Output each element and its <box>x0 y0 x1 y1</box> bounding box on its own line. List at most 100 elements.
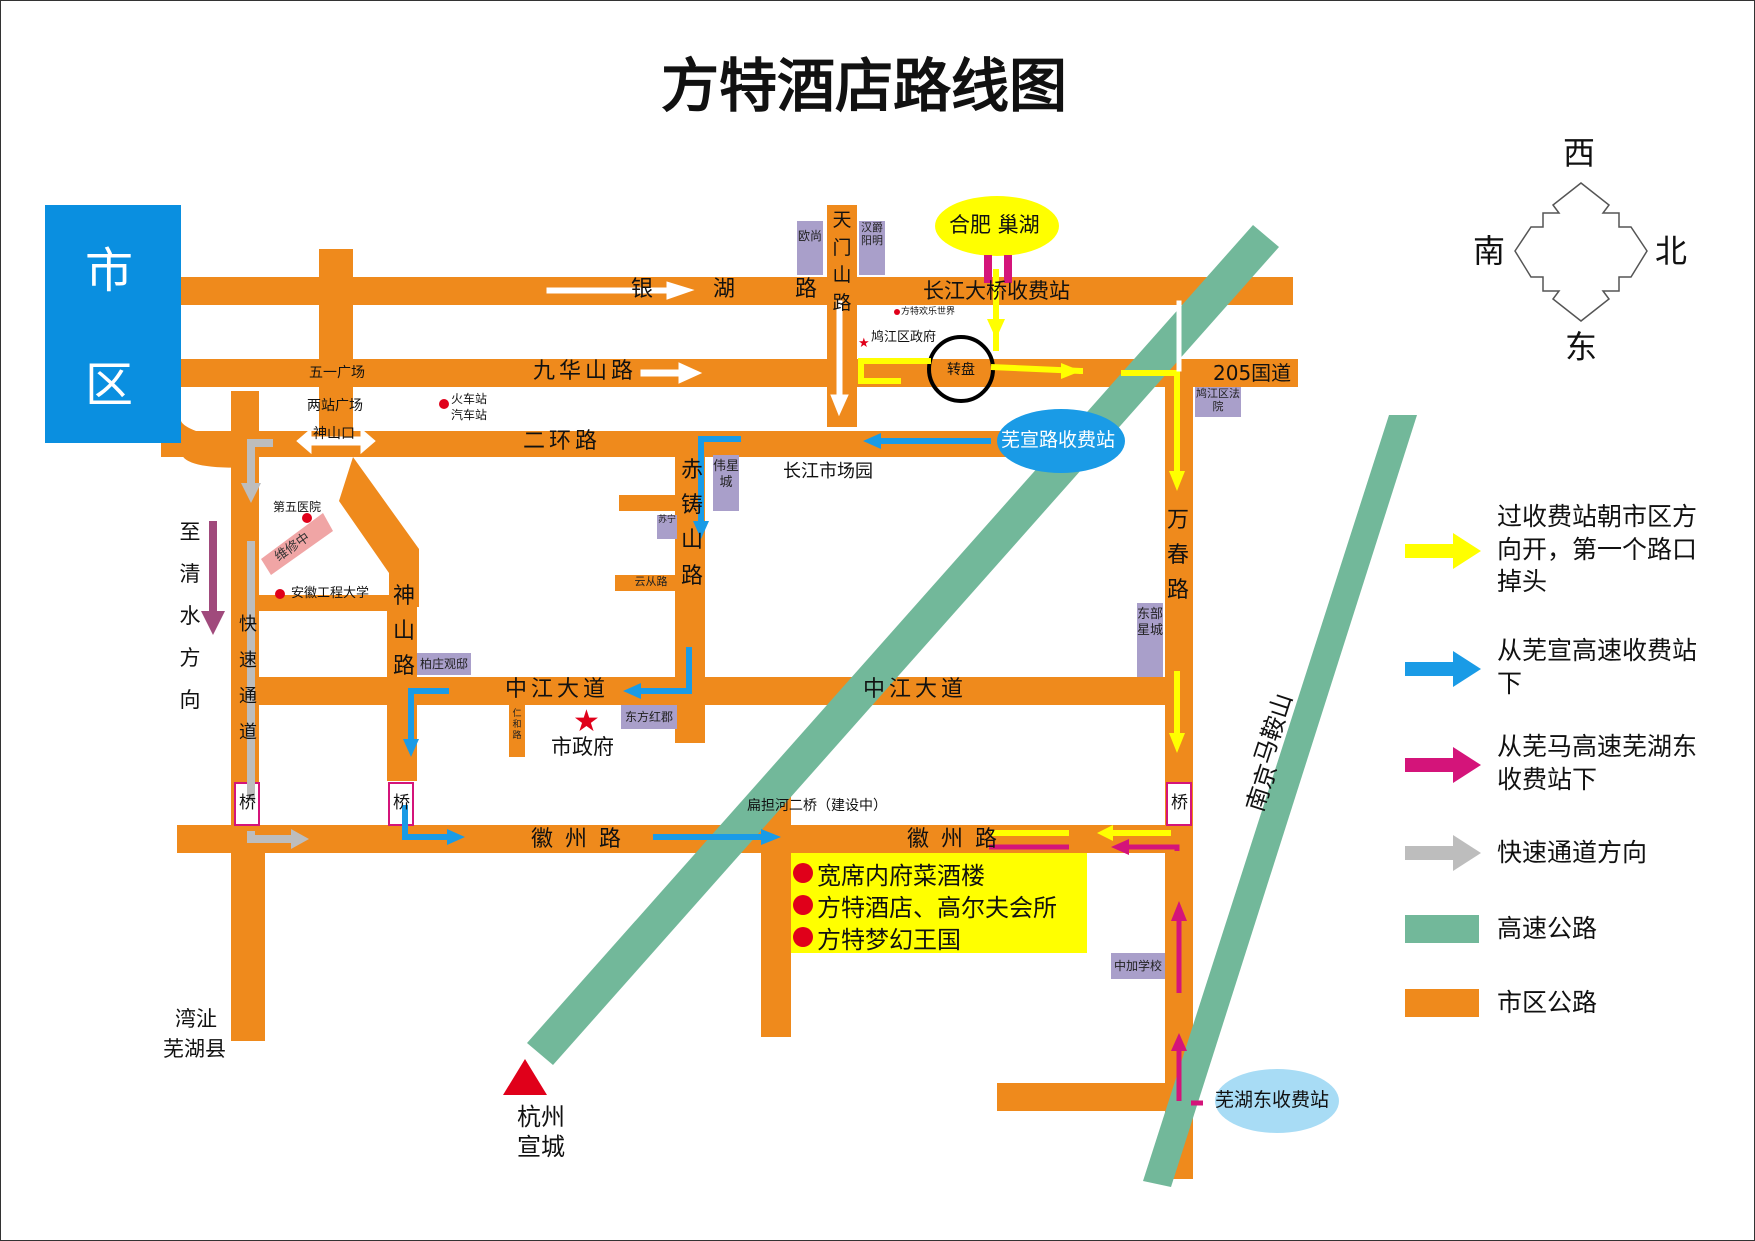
university-dot-icon <box>275 589 285 599</box>
road-jiuhuashan: 九华山路 <box>533 359 638 384</box>
hangzhou-label: 杭州 <box>517 1103 565 1131</box>
legend-item: 市区公路 <box>1405 987 1725 1027</box>
destination-dot-icon <box>793 863 813 883</box>
legend-item: 高速公路 <box>1405 913 1725 953</box>
qingshui-label: 至清水方向 <box>179 520 201 712</box>
bridge-3: 桥 <box>1171 793 1188 813</box>
legend-item: 快速通道方向 <box>1405 835 1725 877</box>
hefei-label: 合肥 巢湖 <box>949 213 1040 237</box>
legend-label: 从芜宣高速收费站下 <box>1497 636 1698 698</box>
xuancheng-label: 宣城 <box>517 1133 565 1161</box>
legend-highway-swatch <box>1405 915 1479 943</box>
legend-label: 从芜马高速芜湖东收费站下 <box>1497 732 1698 794</box>
legend-item: 从芜马高速芜湖东收费站下 <box>1405 731 1725 801</box>
destination-dot-icon <box>793 927 813 947</box>
yellow-route <box>858 269 1180 836</box>
station-dot-icon <box>439 399 449 409</box>
destination-label: 方特梦幻王国 <box>817 925 961 954</box>
road-yinhu-1: 银 <box>631 277 654 302</box>
city-label-1: 市 <box>85 243 134 299</box>
compass-south: 南 <box>1473 232 1506 270</box>
fangte-world-dot-icon <box>894 309 900 315</box>
road-huizhou-right: 徽州路 <box>907 827 1010 852</box>
compass-west: 西 <box>1563 134 1596 172</box>
bridge-1: 桥 <box>239 793 256 813</box>
destination-list: 宽席内府菜酒楼 方特酒店、高尔夫会所 方特梦幻王国 <box>793 857 1057 954</box>
road-wanchun: 万春路 <box>1166 508 1189 604</box>
bridge-2: 桥 <box>393 793 410 813</box>
poi-renhe: 仁和路 <box>512 709 522 741</box>
city-roads <box>161 205 1298 1179</box>
city-label-2: 区 <box>85 357 134 413</box>
poi-suning: 苏宁 <box>657 515 677 539</box>
destination-label: 宽席内府菜酒楼 <box>817 861 985 890</box>
liangzhan-square-label: 两站广场 <box>307 398 363 414</box>
poi-weixing: 伟星城 <box>713 455 739 511</box>
destination-item: 方特酒店、高尔夫会所 <box>793 889 1057 922</box>
legend-label: 市区公路 <box>1497 988 1598 1017</box>
legend-magenta-arrow-icon <box>1405 747 1481 783</box>
jiujiang-gov-label: 鸠江区政府 <box>871 330 937 345</box>
biandanhe-label: 扁担河二桥（建设中） <box>747 798 887 814</box>
compass-east: 东 <box>1565 328 1598 366</box>
city-gov-label: 市政府 <box>551 735 614 759</box>
wuxuan-toll-label: 芜宣路收费站 <box>1001 429 1116 451</box>
changjiang-market-label: 长江市场园 <box>783 461 873 482</box>
compass-north: 北 <box>1655 232 1688 270</box>
hospital-label: 第五医院 <box>273 500 322 514</box>
legend-label: 高速公路 <box>1497 914 1598 943</box>
road-erhuan: 二环路 <box>523 429 602 454</box>
destination-dot-icon <box>793 895 813 915</box>
poi-hanjue: 汉爵阳明 <box>859 221 885 275</box>
magenta-route <box>989 844 1203 1106</box>
poi-yuncong: 云从路 <box>634 575 668 588</box>
road-shenshan: 神山路 <box>392 584 415 680</box>
university-label: 安徽工程大学 <box>291 586 370 601</box>
poi-dongbu: 东部星城 <box>1137 603 1163 677</box>
wanzhi-label: 湾沚 <box>175 1007 217 1031</box>
map-title: 方特酒店路线图 <box>661 52 1068 120</box>
legend-item: 从芜宣高速收费站下 <box>1405 635 1725 705</box>
poi-jiujiang-court: 鸠江区法院 <box>1195 387 1241 417</box>
destination-item: 方特梦幻王国 <box>793 921 1057 954</box>
legend-gray-arrow-icon <box>1405 835 1481 871</box>
road-zhongjiang-right: 中江大道 <box>863 677 968 702</box>
blue-route <box>402 436 991 840</box>
changjiang-toll-label: 长江大桥收费站 <box>923 279 1070 303</box>
poi-bozhuang: 柏庄观邸 <box>417 653 471 675</box>
legend-yellow-arrow-icon <box>1405 533 1481 569</box>
bus-station-label: 汽车站 <box>451 408 488 422</box>
road-huizhou-left: 徽州路 <box>531 827 634 852</box>
wuhu-east-toll-label: 芜湖东收费站 <box>1215 1089 1330 1111</box>
road-kuaisu: 快速通道 <box>239 614 257 743</box>
destination-item: 宽席内府菜酒楼 <box>793 857 1057 890</box>
destination-label: 方特酒店、高尔夫会所 <box>817 893 1057 922</box>
legend-label: 快速通道方向 <box>1497 838 1648 867</box>
hospital-dot-icon <box>302 513 312 523</box>
poi-oushang: 欧尚 <box>797 221 823 275</box>
legend-item: 过收费站朝市区方向开，第一个路口掉头 <box>1405 501 1725 601</box>
city-gov-star-icon: ★ <box>573 704 600 739</box>
compass-rose <box>1514 182 1648 322</box>
legend-cityroad-swatch <box>1405 989 1479 1017</box>
road-chizhushan: 赤铸山路 <box>680 458 703 589</box>
legend-label: 过收费站朝市区方向开，第一个路口掉头 <box>1497 502 1698 596</box>
train-station-label: 火车站 <box>451 392 488 406</box>
road-205: 205国道 <box>1213 361 1292 385</box>
poi-zhongjia: 中加学校 <box>1111 953 1165 979</box>
road-yinhu-3: 路 <box>795 277 818 302</box>
legend-blue-arrow-icon <box>1405 651 1481 687</box>
shenshankou-label: 神山口 <box>313 426 355 442</box>
road-zhongjiang-left: 中江大道 <box>505 677 610 702</box>
wuyi-square-label: 五一广场 <box>309 365 365 381</box>
poi-dongfang: 东方红郡 <box>621 705 677 729</box>
star-small-icon: ★ <box>858 336 870 351</box>
road-tianmenshan: 天门山路 <box>832 209 852 314</box>
roundabout-label: 转盘 <box>947 362 975 378</box>
gray-route <box>247 439 291 843</box>
road-yinhu-2: 湖 <box>713 277 736 302</box>
fangte-world-label: 方特欢乐世界 <box>901 307 956 317</box>
wuhu-county-label: 芜湖县 <box>163 1037 226 1061</box>
